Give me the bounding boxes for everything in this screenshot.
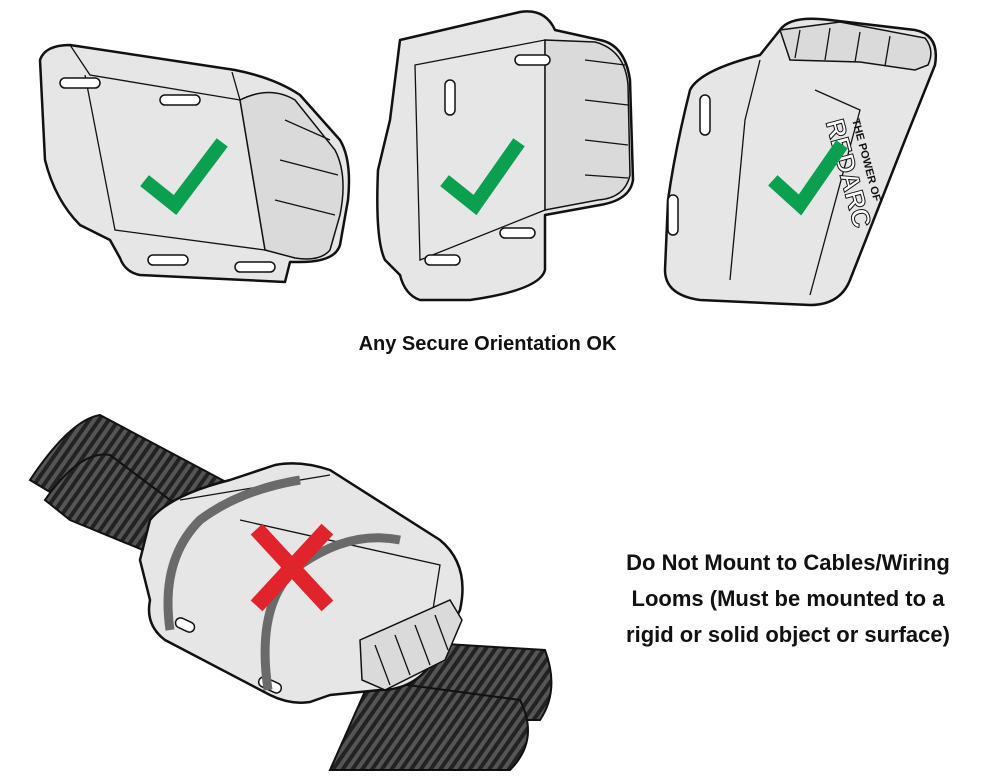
caption-line: Do Not Mount to Cables/Wiring [626,550,950,575]
check-mark-icon [768,140,848,216]
check-mark-icon [440,138,525,216]
caption-do-not-mount: Do Not Mount to Cables/Wiring Looms (Mus… [600,545,976,653]
device-orientation-2 [376,10,635,302]
cable-tie [163,475,301,631]
caption-line: Looms (Must be mounted to a [631,586,945,611]
caption-line: rigid or solid object or surface) [626,622,950,647]
wiring-loom-illustration [28,413,553,771]
caption-orientation-ok: Any Secure Orientation OK [358,333,617,355]
check-mark-icon [140,138,228,215]
cross-mark-icon [250,523,334,612]
device-orientation-3: THE POWER OF REDARC [663,17,938,307]
device-orientation-1 [38,43,351,284]
